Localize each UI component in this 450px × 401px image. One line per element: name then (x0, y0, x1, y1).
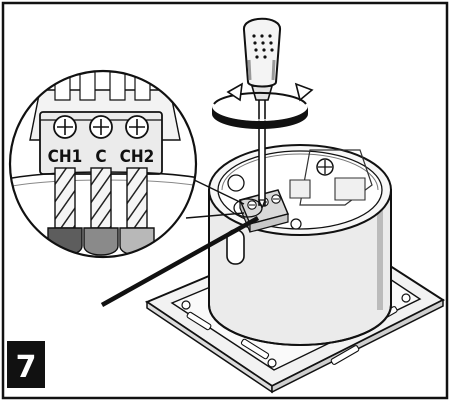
terminal-label-ch1: CH1 (48, 147, 83, 167)
terminal-label-ch2: CH2 (120, 147, 155, 167)
wires (47, 167, 155, 256)
screwdriver-icon (243, 17, 281, 210)
terminal-label-c: C (95, 147, 106, 167)
cable (100, 216, 260, 307)
zoom-callout: CH1 C CH2 (10, 71, 196, 257)
step-badge: 7 (7, 341, 45, 388)
zoom-circle-border (8, 69, 198, 259)
rotation-arrow-icon (212, 82, 314, 129)
terminal-screws (53, 115, 149, 139)
mounting-box (208, 144, 392, 346)
callout-lines (185, 175, 263, 219)
wire-c-insulation (83, 227, 119, 256)
step-number: 7 (16, 350, 37, 385)
